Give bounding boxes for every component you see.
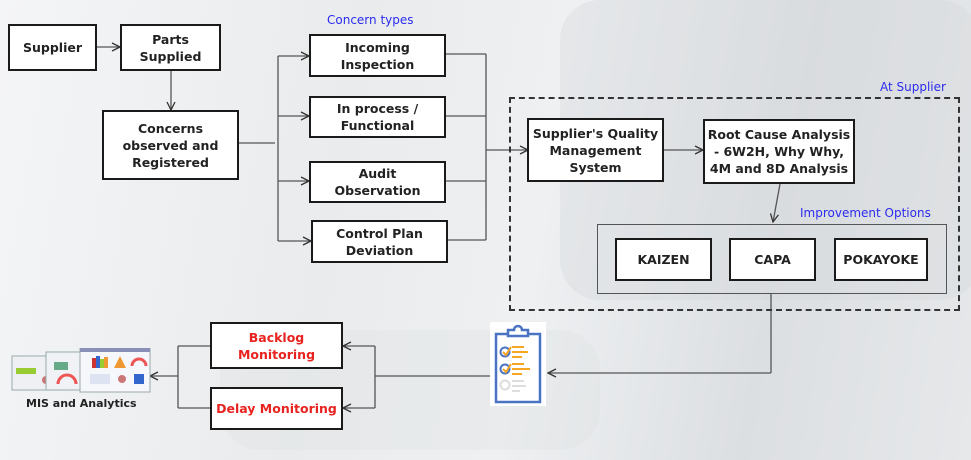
label-concern-types: Concern types: [327, 13, 414, 27]
node-parts-supplied: Parts Supplied: [120, 24, 221, 71]
node-delay-monitoring: Delay Monitoring: [210, 387, 343, 430]
arrow-rca-improvement: [773, 183, 781, 222]
checklist-clipboard-icon: [490, 322, 546, 406]
node-backlog-monitoring: Backlog Monitoring: [210, 322, 343, 369]
node-in-process-functional: In process / Functional: [309, 96, 446, 138]
label-improvement-options: Improvement Options: [800, 206, 931, 220]
label-at-supplier: At Supplier: [880, 80, 946, 94]
node-audit-observation: Audit Observation: [309, 161, 446, 203]
node-control-plan-deviation: Control Plan Deviation: [311, 220, 448, 263]
node-kaizen: KAIZEN: [615, 238, 712, 281]
node-supplier: Supplier: [8, 24, 97, 71]
node-root-cause-analysis: Root Cause Analysis - 6W2H, Why Why, 4M …: [703, 119, 855, 184]
dashboard-screens-icon: [10, 347, 152, 396]
label-mis-analytics: MIS and Analytics: [26, 397, 137, 410]
node-capa: CAPA: [729, 238, 816, 281]
node-incoming-inspection: Incoming Inspection: [309, 34, 446, 77]
group-at-supplier: [509, 97, 960, 311]
node-concerns-registered: Concerns observed and Registered: [102, 110, 239, 180]
node-supplier-qms: Supplier's Quality Management System: [527, 118, 664, 182]
group-improvement-options: [597, 224, 947, 294]
node-pokayoke: POKAYOKE: [834, 238, 928, 281]
